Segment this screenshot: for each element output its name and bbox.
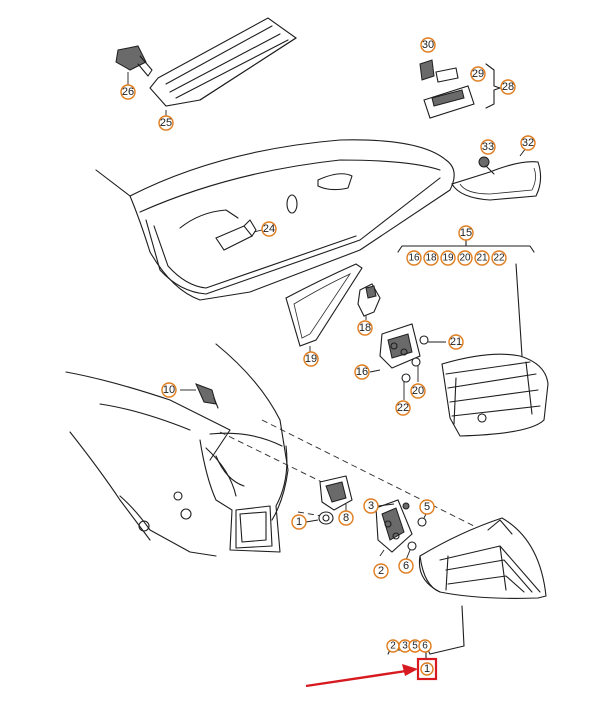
svg-text:3: 3 [402,641,408,652]
svg-text:29: 29 [472,68,484,80]
svg-text:33: 33 [482,141,494,153]
callout-21[interactable]: 21 [448,334,464,350]
callout-16[interactable]: 16 [354,364,370,380]
outer-tail-light-1 [418,517,547,599]
inner-tail-light-bracket [397,239,535,357]
callout-26[interactable]: 26 [120,84,136,100]
callout-19[interactable]: 19 [303,351,319,367]
callout-group-1: 2 3 5 6 [386,639,432,653]
callout-15[interactable]: 15 [458,225,474,241]
svg-text:2: 2 [390,641,396,652]
svg-text:5: 5 [412,641,418,652]
highlight-box [416,657,438,681]
svg-text:8: 8 [343,512,349,524]
group1-item-5: 5 [408,639,422,653]
highlight-arrow [305,664,418,688]
svg-text:26: 26 [122,86,134,98]
callout-25[interactable]: 25 [158,115,174,131]
svg-text:32: 32 [522,137,534,149]
callout-group-15: 16 18 19 20 21 22 [406,250,507,266]
inner-tail-light-15 [441,353,549,437]
svg-text:20: 20 [459,253,471,264]
svg-text:25: 25 [160,117,172,129]
svg-text:6: 6 [403,560,409,572]
connector-8 [319,475,353,512]
svg-text:10: 10 [163,384,175,396]
bulb-socket-26 [115,45,153,86]
svg-text:1: 1 [296,516,302,528]
grommet-1 [305,511,334,525]
svg-text:1: 1 [424,663,430,675]
callout-18[interactable]: 18 [357,320,373,336]
svg-text:19: 19 [442,253,454,264]
svg-text:3: 3 [368,500,374,512]
svg-text:6: 6 [422,641,428,652]
callout-22[interactable]: 22 [395,400,411,416]
callout-1-highlighted[interactable]: 1 [420,662,434,676]
callout-33[interactable]: 33 [480,139,496,155]
svg-text:24: 24 [263,223,275,235]
group15-item-20: 20 [457,250,473,266]
callout-2[interactable]: 2 [373,563,389,579]
lock-actuator-24 [215,219,263,251]
svg-text:30: 30 [422,39,434,51]
svg-text:20: 20 [412,385,424,397]
callout-28[interactable]: 28 [500,79,516,95]
trunk-lid [95,139,455,301]
group15-item-19: 19 [440,250,456,266]
bulb-carrier-16 [369,323,446,400]
rear-body-quarter [65,343,289,557]
callout-1-left[interactable]: 1 [291,514,307,530]
brake-light-housing-25 [149,17,297,118]
group15-item-16: 16 [406,250,422,266]
svg-text:22: 22 [397,402,409,414]
svg-text:22: 22 [493,253,505,264]
callout-32[interactable]: 32 [520,135,536,151]
callout-10[interactable]: 10 [161,382,177,398]
group1-item-2: 2 [386,639,400,653]
svg-text:16: 16 [408,253,420,264]
callout-6[interactable]: 6 [398,558,414,574]
group1-item-6: 6 [418,639,432,653]
callout-3[interactable]: 3 [363,498,379,514]
svg-text:16: 16 [356,366,368,378]
callout-8[interactable]: 8 [338,510,354,526]
group15-item-21: 21 [474,250,490,266]
gasket-19 [285,263,363,352]
svg-text:18: 18 [359,322,371,334]
svg-text:5: 5 [424,501,430,513]
group1-item-3: 3 [398,639,412,653]
svg-text:21: 21 [476,253,488,264]
group15-item-22: 22 [491,250,507,266]
outer-bulb-carrier [375,499,427,561]
group15-item-18: 18 [423,250,439,266]
callout-29[interactable]: 29 [470,66,486,82]
svg-text:21: 21 [450,336,462,348]
svg-text:28: 28 [502,81,514,93]
svg-text:15: 15 [460,227,472,239]
callout-24[interactable]: 24 [261,221,277,237]
svg-text:19: 19 [305,353,317,365]
svg-text:18: 18 [425,253,437,264]
dashed-guide-lines [219,419,475,527]
callout-5[interactable]: 5 [419,499,435,515]
screw-33 [478,156,495,175]
bulb-holder-18 [357,283,381,320]
callout-20[interactable]: 20 [410,383,426,399]
sensor-10 [180,383,219,409]
callout-30[interactable]: 30 [420,37,436,53]
license-plate-lamp [419,59,501,119]
svg-text:2: 2 [378,565,384,577]
reflector-strip-32 [451,147,542,201]
